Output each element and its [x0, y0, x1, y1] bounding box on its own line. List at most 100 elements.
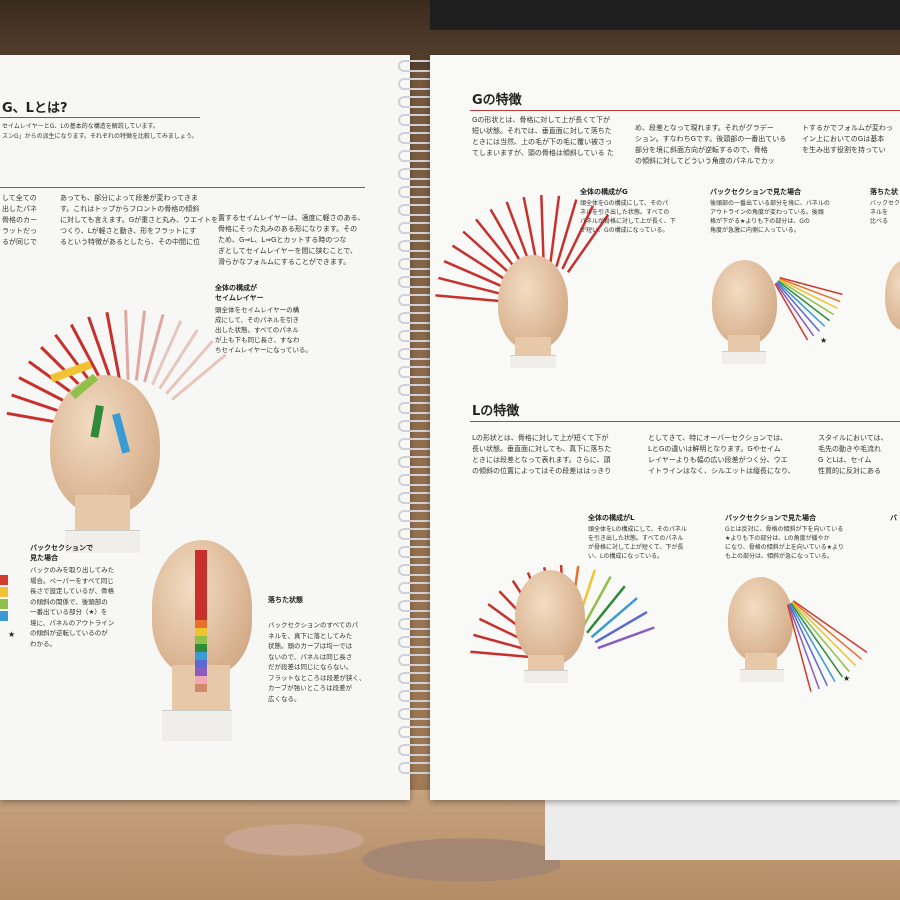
g-caption-2-body: 後頭部の一番出ている部分を境に、パネルの アウトラインの角度が変わっている。後頭…: [710, 200, 830, 234]
mannequin-head-l-side: [728, 577, 793, 662]
hair-panel-strand: [165, 340, 214, 395]
body-column-2: あっても、部分によって段差が変わってきま す。これはトップからフロントの骨格の傾…: [60, 194, 219, 246]
same-layer-caption-title: 全体の構成が セイムレイヤー: [215, 284, 264, 302]
mannequin-head-l: [515, 570, 585, 665]
intro-line-1: セイムレイヤーとG、Lの基本的な構造を解説しています。: [2, 123, 159, 130]
hair-panel-strand: [586, 585, 626, 634]
mannequin-base-g-side: [722, 351, 766, 364]
l-body-column-2: としてきて、特にオーバーセクションでは、 LとGの違いは鮮明となります。Gやセイ…: [648, 434, 795, 475]
l-caption-3-title: バ: [890, 514, 897, 522]
hair-panel-strand: [451, 244, 513, 285]
hair-panel-strand: [790, 602, 850, 673]
hair-panel-strand: [590, 597, 638, 639]
g-section-title: Gの特徴: [472, 93, 522, 108]
g-body-column-2: め、段差となって現れます。それがグラデー ション。すなわちGです。後頭部の一番出…: [635, 124, 787, 165]
body-column-3: 置するセイムレイヤーは、適度に軽さのある、 骨格にそった丸みのある形になります。…: [218, 214, 365, 266]
hair-panel-strand: [786, 604, 812, 692]
mannequin-base-l: [524, 670, 568, 683]
l-title-rule: [470, 421, 900, 422]
left-page-title: G、Lとは?: [2, 101, 68, 116]
hair-panel-strand: [790, 602, 843, 678]
g-body-column-1: Gの形状とは、骨格に対して上が長くて下が 短い状態。それでは、垂直面に対して落ち…: [472, 116, 614, 157]
hair-panel-strand: [778, 279, 835, 316]
l-body-column-3: スタイルにおいては、 毛先の動きや毛流れ G とLは、セイム 性質的に反対にある: [818, 434, 888, 475]
hair-panel-strand: [143, 314, 165, 383]
g-body-column-3: トするかでフォルムが変わっ イン上においてのGは基本 を生み出す役割を持ってい: [802, 124, 893, 154]
g-caption-3-title: 落ちた状: [870, 188, 898, 196]
left-page: G、Lとは? セイムレイヤーとG、Lの基本的な構造を解説しています。 スンG」か…: [0, 55, 410, 800]
hair-panel-strand: [158, 328, 199, 390]
hair-panel-strand: [566, 214, 610, 273]
right-page: Gの特徴 Gの形状とは、骨格に対して上が長くて下が 短い状態。それでは、垂直面に…: [430, 55, 900, 800]
hair-panel-strand: [522, 196, 539, 266]
mannequin-neck: [75, 495, 130, 530]
hair-panel-strand: [435, 294, 506, 303]
mannequin-head-g-side: [712, 260, 777, 345]
l-caption-1-body: 頭全体をLの構成にして、そのパネル を引き出した状態。すべてのパネル が骨格に対…: [588, 526, 687, 560]
section-rule: [0, 187, 365, 188]
hair-panel-strand: [777, 280, 830, 322]
hair-panel-strand: [779, 276, 843, 296]
black-box: [430, 0, 900, 30]
hair-panel-strand: [776, 282, 821, 332]
hair-panel-strand: [775, 282, 815, 337]
hair-panel-strand: [776, 281, 826, 327]
hair-panel-strand: [470, 650, 531, 659]
mannequin-base-g: [510, 355, 556, 368]
hair-panel-strand: [555, 199, 578, 268]
hair-panel-strand: [597, 626, 655, 650]
hair-panel-strand: [594, 610, 648, 644]
g-caption-1-body: 頭全体をGの構成にして、そのパ ネルを引き出した状態。すべての パネルが骨格に対…: [580, 200, 676, 234]
mannequin-base-back: [162, 710, 232, 741]
back-section-title: バックセクションで 見た場合: [30, 544, 93, 562]
hair-panel-strand: [561, 205, 594, 270]
intro-line-2: スンG」からの派生になります。それぞれの特徴を比較してみましょう。: [2, 133, 198, 140]
g-caption-1-title: 全体の構成がG: [580, 188, 628, 196]
hair-panel-strand: [789, 603, 836, 682]
hair-panel-strand: [778, 278, 838, 309]
l-caption-2-body: Gとは反対に、骨格の傾斜が下を向いている ★よりも下の部分は、Lの角度が緩やか …: [725, 526, 844, 560]
hair-panel-strand: [105, 311, 122, 382]
g-caption-2-title: バックセクションで見た場合: [710, 188, 801, 196]
paper-sheet-under-book: [545, 800, 900, 860]
hair-panel-strand: [787, 604, 820, 690]
mannequin-neck-l-side: [745, 653, 777, 673]
l-back-fan: ★: [786, 600, 868, 692]
g-back-fan: ★: [774, 276, 843, 345]
fallen-panels-strip: [195, 550, 207, 692]
hair-panel-strand: [438, 276, 507, 297]
fallen-state-body: バックセクションのすべてのパ ネルを、真下に落としてみた 状態。頭のカーブは均一…: [268, 621, 366, 703]
hair-panel-strand: [124, 310, 130, 381]
mannequin-head-g: [498, 255, 568, 350]
hair-panel-strand: [580, 576, 612, 630]
body-column-1: して全ての 出したパネ 骨格のカー ラットだっ るが同じで: [2, 194, 37, 246]
hair-panel-strand: [792, 600, 868, 653]
mannequin-base: [65, 530, 140, 553]
hair-panel-strand: [134, 310, 147, 381]
hair-panel-strand: [548, 195, 561, 266]
hair-panel-strand: [87, 316, 114, 384]
g-title-rule: [470, 110, 900, 111]
hair-panel-strand: [792, 600, 863, 660]
colored-panels: [50, 360, 131, 454]
hair-panel-strand: [151, 320, 183, 386]
l-caption-2-title: バックセクションで見た場合: [725, 514, 816, 522]
svg-text:★: ★: [843, 674, 850, 683]
mannequin-head-g-cut: [885, 260, 900, 330]
back-section-body: バックのみを取り出してみた 場合。ペーパーをすべて同じ 長さで設定しているが、骨…: [30, 566, 115, 648]
title-rule: [0, 117, 200, 118]
mannequin-neck-g-side: [728, 335, 760, 355]
hair-panel-strand: [171, 353, 227, 401]
star-marker: ★: [8, 630, 15, 639]
mannequin-base-l-side: [740, 669, 784, 682]
l-caption-1-title: 全体の構成がL: [588, 514, 635, 522]
same-layer-caption-body: 頭全体をセイムレイヤーの構 成にして、そのパネルを引き 出した状態。すべてのパネ…: [215, 306, 312, 354]
svg-text:★: ★: [820, 336, 827, 345]
hair-panel-strand: [443, 260, 509, 291]
hair-panel-strand: [774, 283, 809, 341]
hair-panel-strand: [791, 601, 857, 667]
fallen-state-title: 落ちた状態: [268, 596, 303, 604]
mannequin-head-same-layer: [50, 375, 160, 515]
hair-panel-strand: [540, 195, 545, 266]
hair-panel-strand: [788, 603, 828, 686]
